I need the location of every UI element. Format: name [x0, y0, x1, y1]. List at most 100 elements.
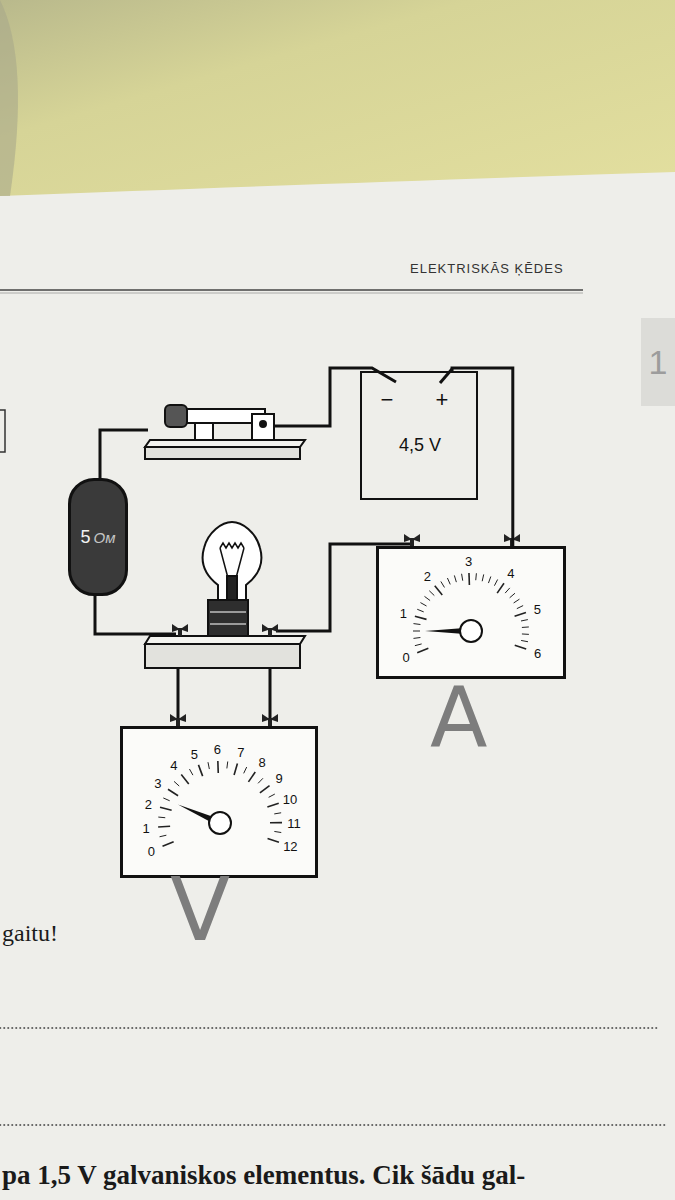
switch-handle — [165, 405, 187, 427]
scale-tick — [494, 579, 497, 585]
scale-tick — [420, 603, 426, 606]
scale-number: 11 — [287, 816, 301, 829]
lamp-filament — [220, 543, 244, 548]
resistance-value: 5 — [81, 528, 91, 546]
scale-number: 2 — [424, 570, 431, 583]
scale-tick — [462, 574, 463, 581]
scale-tick — [208, 762, 209, 769]
scale-tick — [454, 575, 456, 582]
scale-tick — [521, 640, 528, 641]
scale-tick — [522, 633, 529, 634]
scale-tick — [258, 778, 263, 783]
lamp-socket — [208, 600, 248, 636]
scale-tick — [505, 588, 510, 593]
scale-tick — [514, 599, 520, 603]
header-rule — [0, 289, 583, 290]
scale-number: 4 — [170, 759, 177, 772]
terminal — [262, 624, 278, 636]
scale-tick — [160, 835, 167, 837]
lamp — [145, 522, 305, 668]
scale-tick — [435, 586, 442, 595]
scale-number: 0 — [148, 844, 155, 857]
ammeter-box: 0123456 — [376, 546, 566, 679]
wire — [270, 368, 396, 426]
scale-tick — [168, 789, 178, 796]
scale-tick — [441, 581, 445, 587]
handwritten-letter: V — [170, 866, 230, 954]
unit-handwritten: Ом — [94, 530, 116, 545]
scale-number: 9 — [275, 772, 282, 785]
lamp-stem — [227, 576, 237, 602]
scale-tick — [267, 803, 278, 807]
scale-tick — [415, 644, 422, 646]
scale-number: 1 — [400, 607, 407, 620]
scale-number: 2 — [145, 798, 152, 811]
scale-tick — [415, 616, 427, 619]
scale-tick — [515, 645, 526, 649]
scale-tick — [417, 648, 428, 652]
scale-tick — [158, 825, 170, 827]
scale-tick — [515, 612, 526, 616]
scale-tick — [488, 576, 490, 583]
scale-number: 8 — [258, 756, 265, 769]
needle-pivot — [460, 620, 482, 642]
scale-tick — [160, 807, 172, 810]
scale-tick — [244, 767, 247, 773]
scale-tick — [424, 596, 430, 600]
question-text: pa 1,5 V galvaniskos elementus. Cik šādu… — [2, 1160, 525, 1191]
lamp-socket-thread — [210, 612, 246, 624]
terminal — [170, 714, 186, 726]
scale-tick — [482, 574, 484, 581]
scale-tick — [497, 583, 504, 593]
scale-tick — [522, 626, 529, 627]
switch-base — [145, 447, 300, 459]
scale-tick — [234, 764, 237, 776]
page-number: 1 — [649, 345, 668, 379]
scale-tick — [189, 769, 192, 775]
wire — [95, 596, 176, 634]
scale-number: 4 — [507, 567, 514, 580]
answer-line — [0, 1124, 668, 1126]
scale-tick — [413, 637, 420, 639]
scale-tick — [521, 620, 528, 621]
voltmeter-box: 0123456789101112 — [120, 726, 318, 878]
scale-tick — [174, 781, 179, 786]
scale-number: 6 — [534, 646, 541, 659]
scale-number: 1 — [143, 821, 150, 834]
scale-number: 7 — [237, 745, 244, 758]
question-text: gaitu! — [2, 920, 58, 948]
switch — [145, 405, 305, 459]
scale-tick — [181, 775, 188, 784]
resistor-symbol: 5Ом — [68, 478, 128, 596]
scale-number: 6 — [214, 743, 221, 756]
lamp-base-top — [145, 636, 305, 644]
chapter-header: ELEKTRISKĀS ĶĒDES — [410, 262, 564, 277]
scale-number: 3 — [154, 776, 161, 789]
polarity-sign: − — [381, 389, 394, 411]
scale-tick — [226, 761, 228, 768]
scale-tick — [270, 822, 282, 824]
connector-wire — [452, 368, 513, 546]
scale-tick — [268, 838, 279, 842]
header-rule — [0, 293, 583, 294]
wire — [269, 668, 272, 722]
lamp-support — [220, 548, 244, 578]
scale-number: 5 — [534, 602, 541, 615]
battery-box: −+4,5 V — [360, 371, 478, 500]
cut-box — [0, 410, 5, 452]
scale-number: 10 — [283, 793, 297, 806]
scale-tick — [447, 578, 450, 584]
terminal — [404, 534, 420, 546]
scale-tick — [475, 573, 477, 580]
switch-pin — [260, 421, 266, 427]
scale-number: 5 — [191, 747, 198, 760]
scale-tick — [517, 606, 523, 609]
needle-pivot — [209, 812, 231, 834]
background-cloth — [0, 0, 675, 196]
scale-tick — [158, 817, 165, 819]
switch-clip — [252, 414, 274, 440]
scale-tick — [217, 761, 219, 773]
